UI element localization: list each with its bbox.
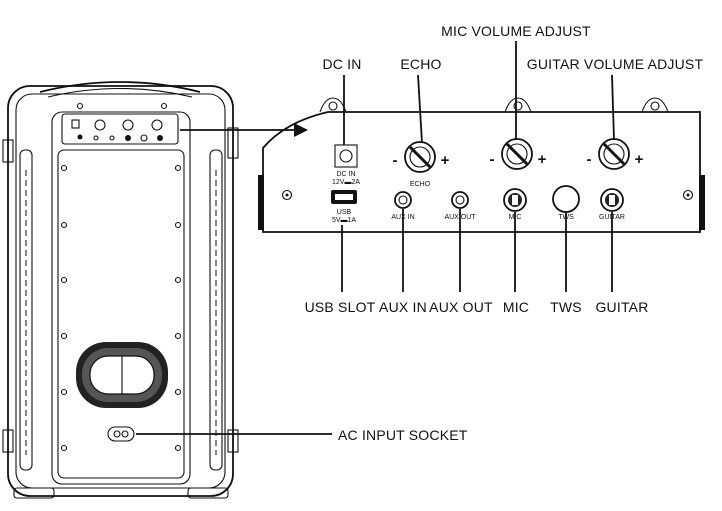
panel-usb-rating-text: 5V▬1A [332, 217, 356, 224]
aux-out-jack[interactable] [451, 191, 469, 209]
aux-in-jack[interactable] [394, 191, 412, 209]
callout-tws: TWS [550, 299, 582, 315]
control-panel: DC IN 12V▬2A USB 5V▬1A - + ECHO - + [258, 97, 705, 233]
callout-echo: ECHO [400, 56, 441, 72]
carry-handle [76, 342, 168, 408]
callout-mic-volume-adjust: MIC VOLUME ADJUST [441, 23, 591, 39]
speaker-cabinet [2, 81, 239, 499]
mic-jack[interactable] [503, 188, 527, 212]
callout-guitar-volume-adjust: GUITAR VOLUME ADJUST [527, 56, 704, 72]
panel-echo-text: ECHO [410, 181, 431, 188]
tws-button[interactable] [552, 185, 580, 213]
usb-port[interactable] [331, 190, 357, 204]
panel-dc-in-text: DC IN [336, 171, 355, 178]
callout-aux-out: AUX OUT [429, 299, 493, 315]
panel-usb-text: USB [337, 209, 352, 216]
mic-minus-sign: - [490, 151, 495, 168]
mic-volume-knob[interactable] [501, 138, 533, 170]
guitar-jack[interactable] [600, 188, 624, 212]
zoom-arrow [180, 123, 308, 137]
echo-minus-sign: - [393, 152, 398, 169]
callout-usb-slot: USB SLOT [305, 299, 376, 315]
callout-ac-input-socket: AC INPUT SOCKET [338, 427, 468, 443]
callout-guitar: GUITAR [595, 299, 648, 315]
echo-plus-sign: + [441, 152, 450, 169]
panel-dc-rating-text: 12V▬2A [332, 179, 360, 186]
mic-plus-sign: + [538, 151, 547, 168]
ac-input-socket[interactable] [107, 426, 135, 442]
guitar-volume-knob[interactable] [598, 138, 630, 170]
dc-in-jack[interactable] [334, 144, 358, 168]
callout-dc-in: DC IN [322, 56, 361, 72]
guitar-plus-sign: + [635, 151, 644, 168]
echo-knob[interactable] [404, 141, 436, 173]
callout-mic: MIC [503, 299, 529, 315]
callout-aux-in: AUX IN [379, 299, 427, 315]
leader-lines [341, 41, 615, 292]
guitar-minus-sign: - [587, 151, 592, 168]
